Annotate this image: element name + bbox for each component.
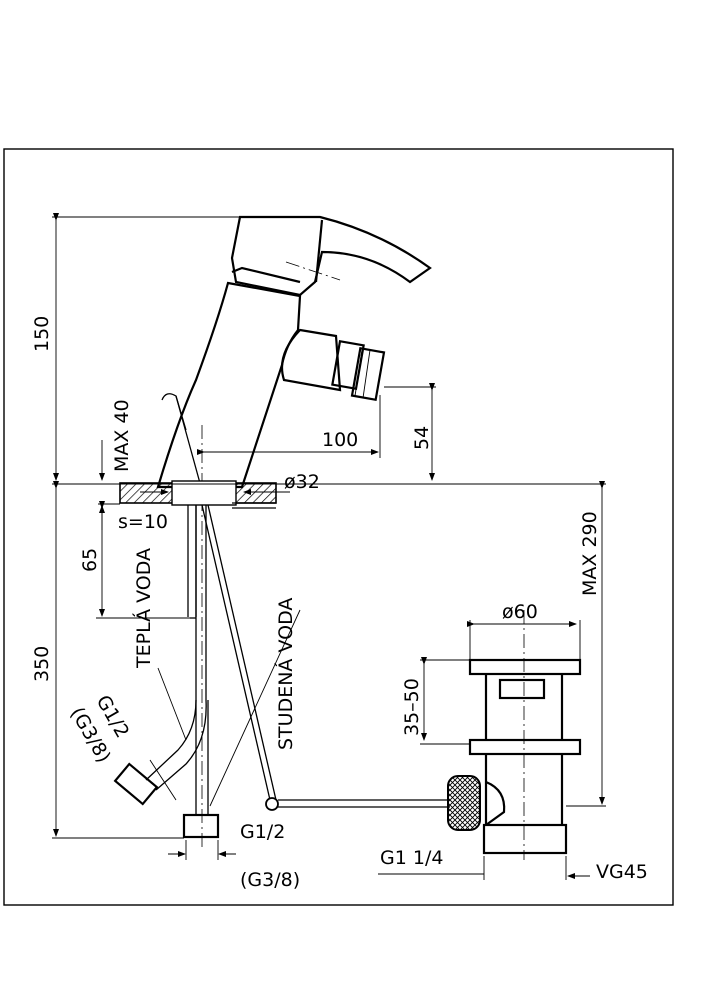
faucet-body xyxy=(156,215,432,850)
label-hot-water: TEPLÁ VODA xyxy=(132,548,155,669)
dim-reach: 100 xyxy=(322,429,358,451)
dim-height-bottom: 350 xyxy=(31,646,53,682)
dim-max-40: MAX 40 xyxy=(111,399,133,472)
countertop-slab xyxy=(119,480,277,509)
dim-height-top: 150 xyxy=(31,316,53,352)
label-cold-water: STUDENÁ VODA xyxy=(274,598,297,750)
dim-max-290: MAX 290 xyxy=(579,511,601,596)
drawing-frame xyxy=(3,148,674,906)
dim-hose-depth: 65 xyxy=(79,548,101,572)
label-thread-bottom-alt: (G3/8) xyxy=(240,869,300,891)
dim-waste-diameter: ø60 xyxy=(502,601,538,623)
label-thread-bottom: G1/2 xyxy=(240,821,285,843)
label-waste-thread: G1 1/4 xyxy=(380,847,443,869)
supply-pipes xyxy=(113,505,220,839)
dimension-lines xyxy=(52,213,606,880)
waste-assembly xyxy=(447,610,582,860)
label-waste-model: VG45 xyxy=(596,861,648,883)
dim-hole-diameter: ø32 xyxy=(284,471,320,493)
dim-slab-thickness: s=10 xyxy=(118,511,168,533)
popup-rod xyxy=(201,504,450,811)
dim-waste-range: 35–50 xyxy=(401,678,423,736)
dim-spout-height: 54 xyxy=(411,426,433,450)
